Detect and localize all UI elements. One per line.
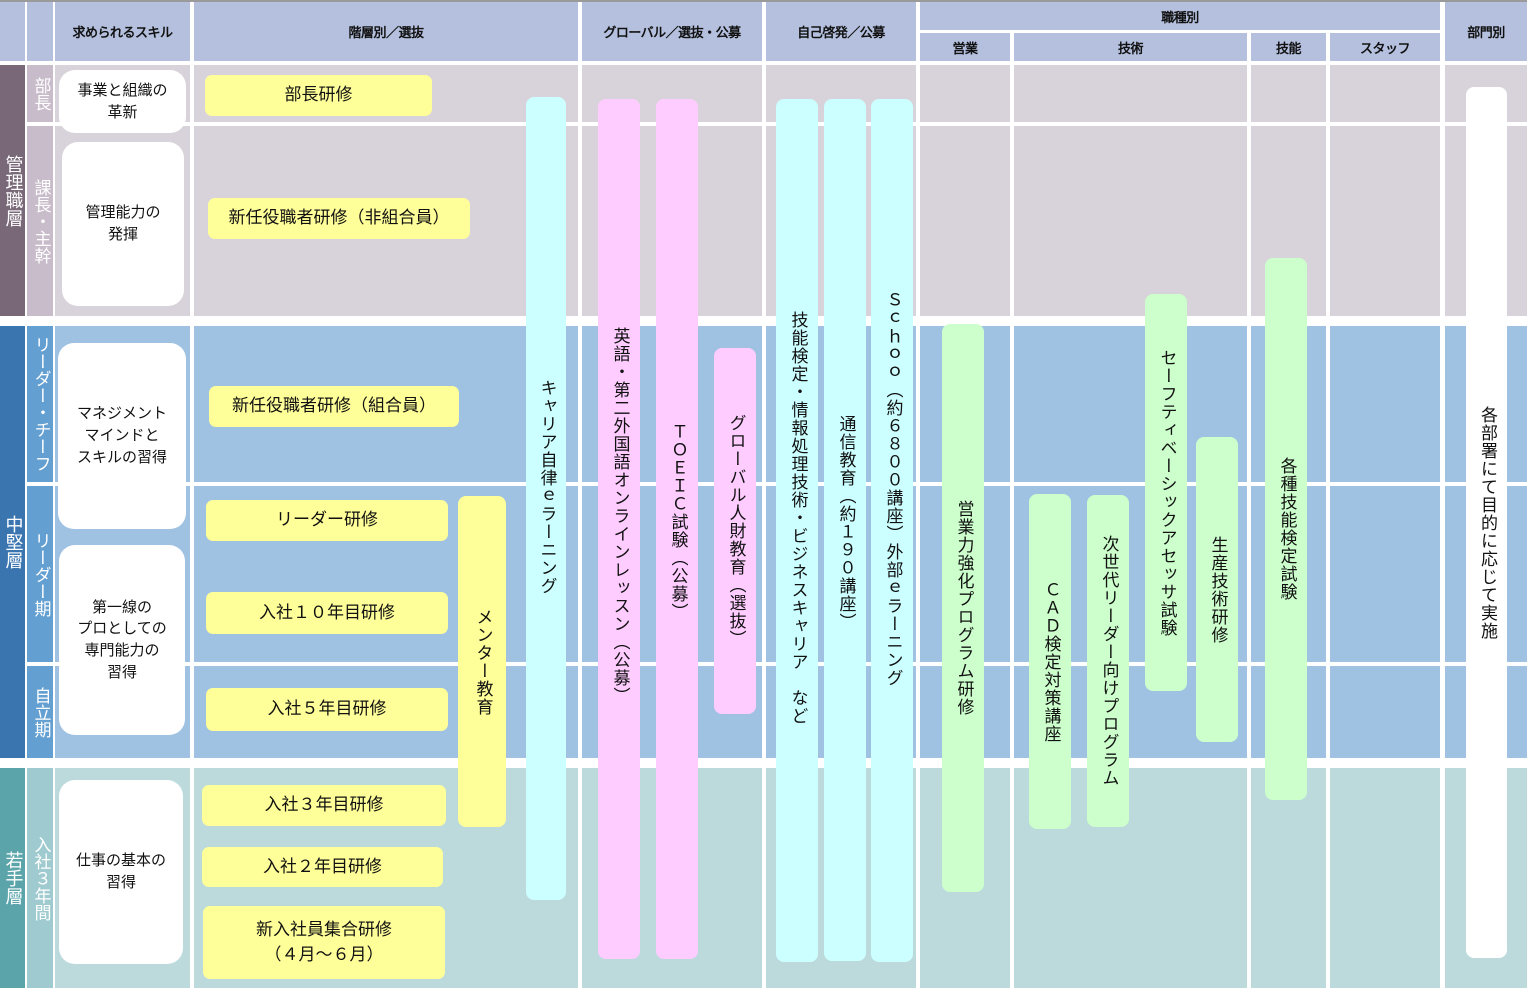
header-level: 階層別／選抜 xyxy=(194,2,578,61)
skill-box: マネジメント マインドと スキルの習得 xyxy=(58,343,186,529)
header-blank-2 xyxy=(27,2,53,61)
grid-cell xyxy=(1330,65,1440,122)
top-border xyxy=(0,0,1527,2)
safety-bar: セーフティベーシックアセッサ試験 xyxy=(1145,294,1187,691)
skill-box: 管理能力の 発揮 xyxy=(62,142,184,306)
mentor-bar: メンター教育 xyxy=(458,496,506,827)
skill-test-bar: 各種技能検定試験 xyxy=(1265,258,1307,800)
grid-cell xyxy=(1330,126,1440,316)
band-young: 若手層 xyxy=(0,768,25,988)
correspondence-label: 通信教育（約１９０講座） xyxy=(835,415,856,631)
toeic-bar: ＴＯＥＩＣ試験（公募） xyxy=(656,99,698,959)
header-sales: 営業 xyxy=(920,33,1010,61)
header-skill: 技能 xyxy=(1251,33,1326,61)
correspondence-bar: 通信教育（約１９０講座） xyxy=(824,99,866,961)
header-blank-1 xyxy=(0,2,25,61)
header-job: 職種別 xyxy=(920,2,1440,30)
grid-cell xyxy=(1330,486,1440,662)
skill-test-label: 各種技能検定試験 xyxy=(1276,457,1297,601)
dept-bar: 各部署にて目的に応じて実施 xyxy=(1466,87,1507,958)
grid-cell xyxy=(1330,768,1440,988)
next-leader-bar: 次世代リーダー向けプログラム xyxy=(1087,495,1129,827)
grid-cell xyxy=(920,126,1010,316)
sublevel-bucho: 部長 xyxy=(27,65,53,122)
header-dept: 部門別 xyxy=(1445,2,1527,61)
header-global: グローバル／選抜・公募 xyxy=(582,2,762,61)
training-3rd-year: 入社３年目研修 xyxy=(202,785,446,826)
training-leader: リーダー研修 xyxy=(206,500,448,541)
header-skills: 求められるスキル xyxy=(55,2,190,61)
band-management: 管理職層 xyxy=(0,65,25,316)
grid-cell xyxy=(1330,326,1440,482)
header-tech: 技術 xyxy=(1014,33,1247,61)
sublevel-independent: 自立期 xyxy=(27,666,53,758)
next-leader-label: 次世代リーダー向けプログラム xyxy=(1098,535,1119,787)
schoo-bar: Ｓｃｈｏｏ（約６８００講座）外部ｅラーニング xyxy=(871,99,913,962)
global-talent-bar: グローバル人財教育（選抜） xyxy=(714,348,756,714)
header-staff: スタッフ xyxy=(1330,33,1440,61)
training-bucho: 部長研修 xyxy=(205,75,432,116)
grid-cell xyxy=(920,65,1010,122)
sales-label: 営業力強化プログラム研修 xyxy=(953,500,974,716)
career-label: キャリア自律ｅラーニング xyxy=(536,379,557,595)
training-2nd-year: 入社２年目研修 xyxy=(202,847,443,887)
safety-label: セーフティベーシックアセッサ試験 xyxy=(1156,348,1177,637)
training-new-manager-union: 新任役職者研修（組合員） xyxy=(209,386,459,427)
training-10th-year: 入社１０年目研修 xyxy=(206,592,448,634)
skill-box: 事業と組織の 革新 xyxy=(59,70,186,133)
production-label: 生産技術研修 xyxy=(1207,535,1228,644)
dept-label: 各部署にて目的に応じて実施 xyxy=(1477,405,1497,640)
band-mid: 中堅層 xyxy=(0,326,25,758)
grid-cell xyxy=(1251,65,1326,122)
training-5th-year: 入社５年目研修 xyxy=(206,688,448,731)
certification-label: 技能検定・情報処理技術・ビジネスキャリア など xyxy=(787,311,808,725)
header-self: 自己啓発／公募 xyxy=(766,2,916,61)
sales-bar: 営業力強化プログラム研修 xyxy=(942,324,984,892)
training-new-manager-nonunion: 新任役職者研修（非組合員） xyxy=(208,198,470,239)
global-talent-label: グローバル人財教育（選抜） xyxy=(725,414,746,648)
career-bar: キャリア自律ｅラーニング xyxy=(526,97,566,900)
sublevel-kacho: 課長・主幹 xyxy=(27,126,53,316)
grid-cell xyxy=(1251,768,1326,988)
grid-cell xyxy=(1330,666,1440,758)
sublevel-leader-chief: リーダー・チーフ xyxy=(27,326,53,482)
training-new-employee: 新入社員集合研修 （４月～６月） xyxy=(203,906,445,979)
grid-cell xyxy=(1014,126,1247,316)
skill-box: 仕事の基本の 習得 xyxy=(59,780,183,964)
language-label: 英語・第二外国語オンラインレッスン（公募） xyxy=(609,327,630,705)
sublevel-first-3-years: 入社３年間 xyxy=(27,768,53,988)
grid-cell xyxy=(1014,65,1247,122)
production-bar: 生産技術研修 xyxy=(1196,437,1238,742)
sublevel-leader-period: リーダー期 xyxy=(27,486,53,662)
toeic-label: ＴＯＥＩＣ試験（公募） xyxy=(667,423,688,621)
cad-label: ＣＡＤ検定対策講座 xyxy=(1040,580,1061,743)
skill-box: 第一線の プロとしての 専門能力の 習得 xyxy=(59,545,185,735)
certification-bar: 技能検定・情報処理技術・ビジネスキャリア など xyxy=(776,99,818,962)
mentor-label: メンター教育 xyxy=(472,607,493,716)
cad-bar: ＣＡＤ検定対策講座 xyxy=(1029,494,1071,829)
language-bar: 英語・第二外国語オンラインレッスン（公募） xyxy=(598,99,640,959)
schoo-label: Ｓｃｈｏｏ（約６８００講座）外部ｅラーニング xyxy=(882,291,903,687)
